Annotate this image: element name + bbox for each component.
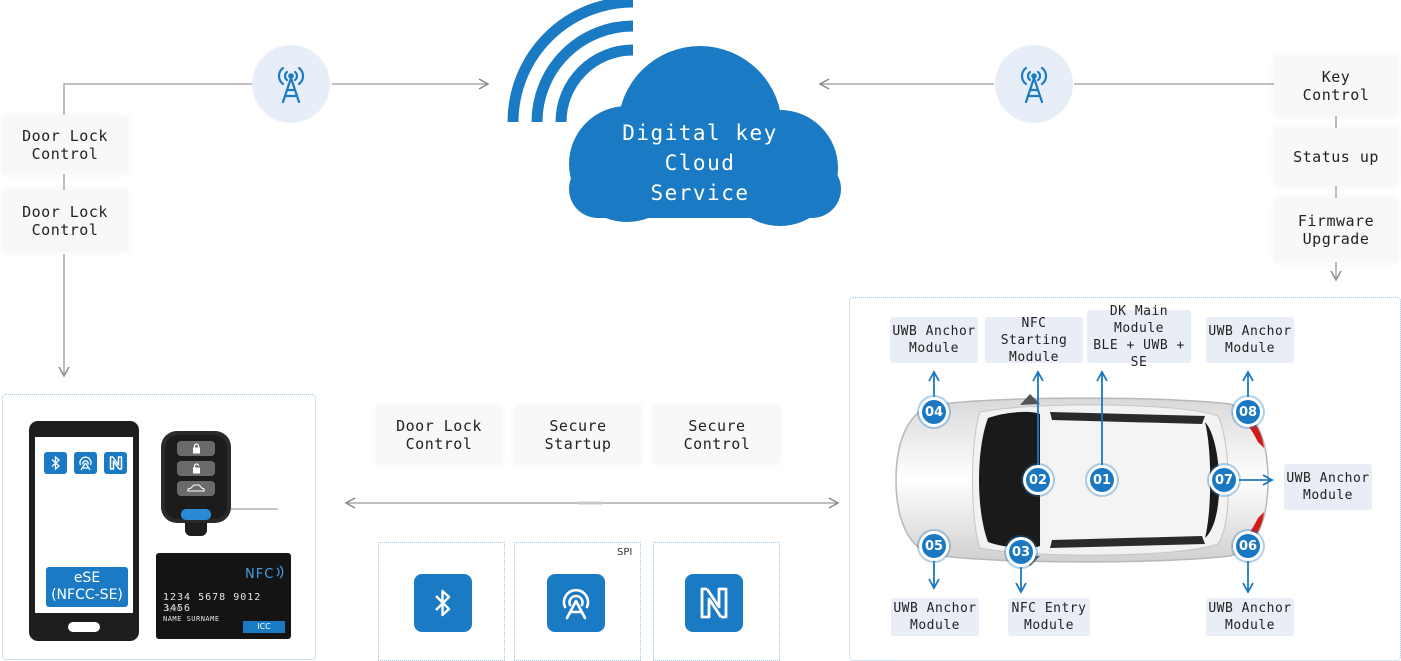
uwb-anchor-module-04: UWB Anchor Module — [890, 317, 978, 363]
dk-main-module-01: DK Main Module BLE + UWB + SE — [1087, 304, 1191, 370]
card-nfc-logo: NFC — [245, 567, 275, 582]
uwb-anchor-module-07: UWB Anchor Module — [1284, 464, 1372, 510]
wireless-tower-icon — [995, 45, 1073, 123]
card-number: 1234 5678 9012 3456 — [163, 592, 262, 614]
card-small-text: 5/20 — [166, 606, 181, 613]
badge-08: 08 — [1236, 400, 1260, 424]
spi-label: SPI — [617, 547, 633, 558]
uwb-anchor-module-06: UWB Anchor Module — [1206, 598, 1294, 636]
badge-04: 04 — [922, 400, 946, 424]
nfc-entry-module-03: NFC Entry Module — [1008, 598, 1090, 636]
status-up-label: Status up — [1274, 128, 1398, 186]
wifi-arcs-icon — [507, 0, 841, 226]
car-top-view — [895, 394, 1269, 566]
cloud-title-line1: Digital key — [622, 121, 778, 145]
nfc-card: NFC 1234 5678 9012 3456 5/20 NAME SURNAM… — [156, 553, 291, 639]
car-icon — [187, 484, 205, 492]
cloud-title-line3: Service — [650, 181, 750, 205]
key-fob — [160, 430, 232, 538]
phone-bluetooth-icon — [44, 452, 67, 474]
phone-home-button — [68, 622, 100, 632]
card-name: NAME SURNAME — [163, 615, 220, 623]
smartphone: eSE (NFCC-SE) — [29, 421, 139, 641]
badge-05: 05 — [922, 534, 946, 558]
card-contactless-icon — [276, 565, 284, 579]
door-lock-control-label-2: Door Lock Control — [2, 190, 128, 252]
nfc-icon — [685, 574, 743, 632]
badge-06: 06 — [1236, 534, 1260, 558]
badge-01: 01 — [1090, 468, 1114, 492]
nfc-starting-module-02: NFC Starting Module — [985, 316, 1083, 365]
badge-02: 02 — [1026, 468, 1050, 492]
bluetooth-icon — [414, 574, 472, 632]
firmware-upgrade-label: Firmware Upgrade — [1274, 198, 1398, 262]
unlock-icon — [193, 463, 200, 474]
ese-chip: eSE (NFCC-SE) — [46, 567, 128, 607]
digital-key-cloud: Digital key Cloud Service — [505, 0, 845, 226]
card-icc-tag: ICC — [243, 621, 285, 633]
key-control-label: Key Control — [1274, 56, 1398, 116]
door-lock-control-middle-label: Door Lock Control — [376, 406, 502, 464]
ese-sub-label: (NFCC-SE) — [51, 587, 123, 603]
ese-label: eSE — [73, 570, 101, 586]
uwb-icon — [547, 574, 605, 632]
secure-startup-label: Secure Startup — [515, 406, 641, 464]
device-panel — [2, 394, 316, 660]
badge-07: 07 — [1212, 468, 1236, 492]
lock-icon — [193, 443, 200, 454]
uwb-anchor-module-08: UWB Anchor Module — [1206, 317, 1294, 363]
uwb-anchor-module-05: UWB Anchor Module — [891, 598, 979, 636]
phone-screen: eSE (NFCC-SE) — [35, 437, 133, 613]
badge-03: 03 — [1009, 540, 1033, 564]
cloud-title-line2: Cloud — [664, 151, 736, 175]
secure-control-label: Secure Control — [654, 406, 780, 464]
phone-nfc-icon — [104, 452, 127, 474]
wireless-tower-icon — [252, 45, 330, 123]
door-lock-control-label-1: Door Lock Control — [2, 116, 128, 174]
phone-uwb-icon — [74, 452, 97, 474]
